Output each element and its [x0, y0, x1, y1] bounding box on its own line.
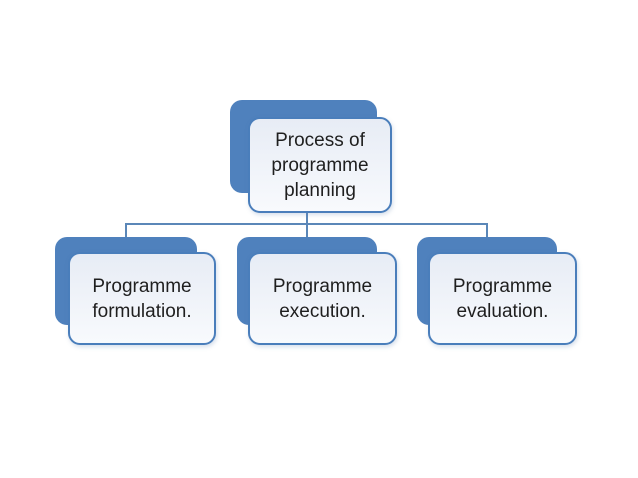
evaluation-node-box: Programme evaluation.: [428, 252, 577, 345]
connector-drop-evaluation: [486, 223, 488, 237]
formulation-node-label: Programme formulation.: [92, 274, 191, 324]
connector-root-stem: [306, 211, 308, 224]
root-node-label: Process of programme planning: [271, 128, 368, 203]
connector-drop-execution: [306, 223, 308, 237]
connector-drop-formulation: [125, 223, 127, 237]
evaluation-label-line-1: Programme: [452, 275, 553, 297]
formulation-label-line-1: Programme: [92, 275, 192, 297]
root-node-box: Process of programme planning: [248, 117, 392, 213]
evaluation-label-line-2: evaluation.: [456, 300, 549, 322]
root-label-line-1: Process of: [275, 129, 365, 151]
root-label-line-2: programme: [271, 154, 369, 176]
execution-node-label: Programme execution.: [273, 274, 372, 324]
execution-label-line-1: Programme: [272, 275, 373, 297]
evaluation-node-label: Programme evaluation.: [453, 274, 552, 324]
formulation-label-line-2: formulation.: [92, 300, 192, 322]
formulation-node-box: Programme formulation.: [68, 252, 216, 345]
root-label-line-3: planning: [284, 179, 356, 201]
execution-label-line-2: execution.: [279, 300, 366, 322]
execution-node-box: Programme execution.: [248, 252, 397, 345]
